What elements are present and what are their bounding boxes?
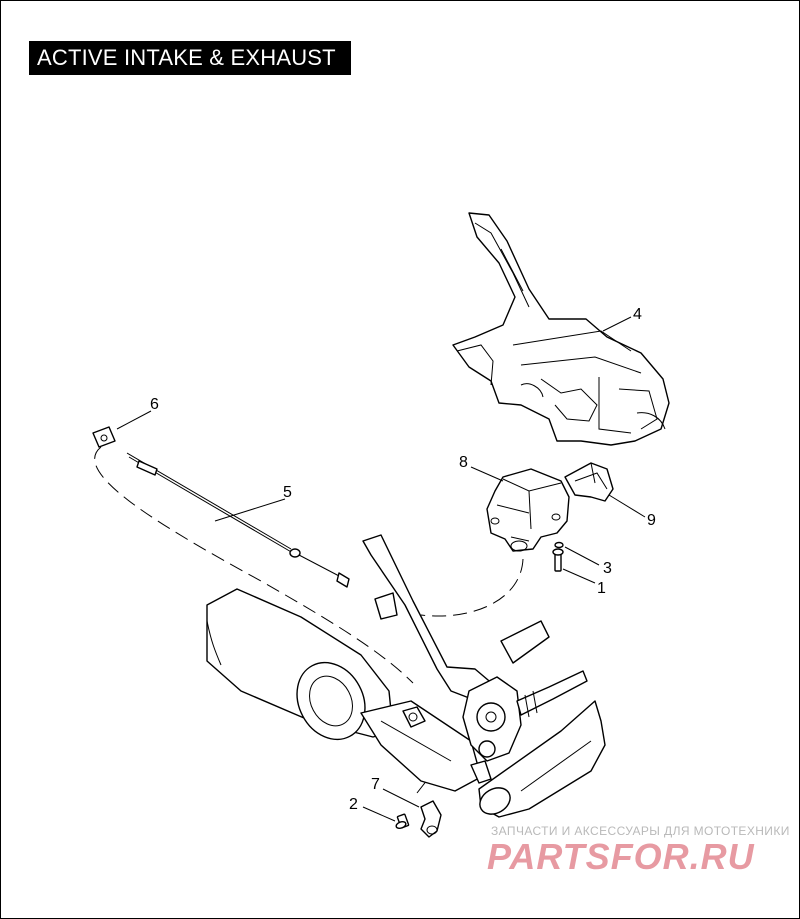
part-6-cable-clip — [92, 426, 116, 448]
callout-8: 8 — [459, 454, 468, 471]
callout-7: 7 — [371, 776, 380, 793]
assembly-guide-line — [94, 446, 414, 684]
watermark-tagline: ЗАПЧАСТИ И АКСЕССУАРЫ ДЛЯ МОТОТЕХНИКИ — [491, 824, 790, 838]
page-title: ACTIVE INTAKE & EXHAUST — [29, 41, 351, 75]
callout-4: 4 — [633, 306, 642, 323]
frame-tube — [362, 534, 550, 702]
part-1-screw — [552, 548, 564, 572]
callout-9: 9 — [647, 512, 656, 529]
part-2-bolt — [395, 813, 410, 829]
callout-5: 5 — [283, 484, 292, 501]
part-3-washer — [554, 541, 564, 549]
exhaust-muffler — [206, 588, 482, 792]
part-7-clamp — [420, 800, 442, 838]
callout-3: 3 — [603, 560, 612, 577]
leader-lines — [116, 316, 646, 822]
part-5-cable — [126, 452, 350, 588]
callout-2: 2 — [349, 796, 358, 813]
watermark-brand-logo: PARTSFOR.RU — [487, 836, 755, 877]
callout-1: 1 — [597, 580, 606, 597]
part-4-mounting-bracket — [452, 212, 670, 446]
callout-6: 6 — [150, 396, 159, 413]
assembly-guide-line — [420, 558, 524, 617]
exhaust-pipe — [478, 700, 606, 818]
exhaust-valve-assembly — [402, 670, 588, 784]
part-8-actuator — [486, 468, 570, 552]
part-9-clip-bracket — [564, 462, 614, 502]
